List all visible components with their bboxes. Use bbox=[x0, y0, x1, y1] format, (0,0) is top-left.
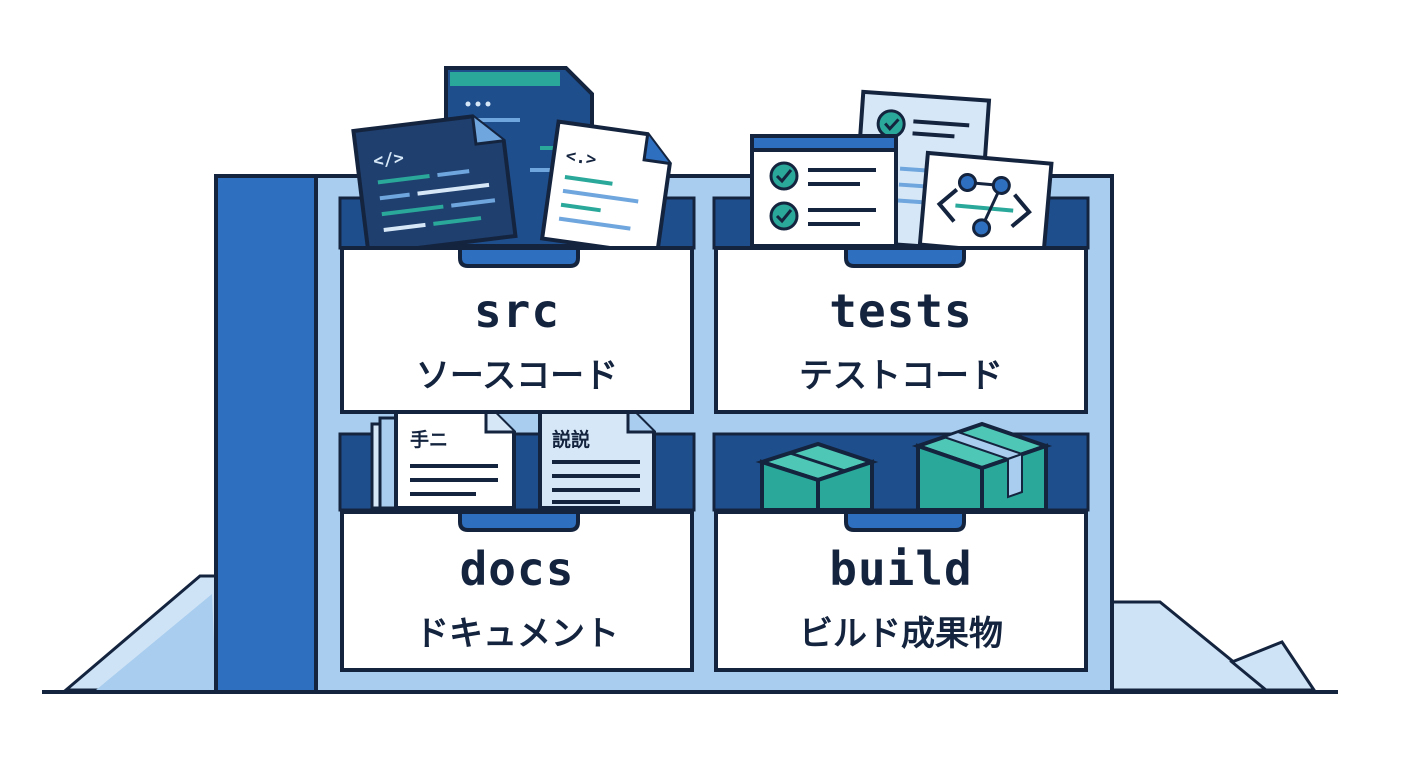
drawer-handle-src[interactable] bbox=[458, 246, 580, 268]
drawer-label-build: build ビルド成果物 bbox=[716, 542, 1086, 655]
docs-files: 手ニ 説説 bbox=[370, 402, 656, 510]
code-tag-light: <.> bbox=[564, 146, 597, 170]
code-tag-dark: </> bbox=[372, 148, 405, 172]
drawer-front-build[interactable] bbox=[714, 510, 1088, 672]
drawer-desc-tests: テストコード bbox=[799, 356, 1003, 396]
drawer-handle-build[interactable] bbox=[844, 510, 966, 532]
drawer-name-build: build bbox=[829, 542, 973, 596]
manual-doc-title: 手ニ bbox=[410, 428, 448, 451]
right-ramp bbox=[1110, 600, 1317, 692]
checklist-window bbox=[750, 134, 898, 248]
src-files: </> <.> bbox=[351, 66, 672, 257]
explanation-document: 説説 bbox=[538, 404, 656, 510]
explanation-doc-title: 説説 bbox=[552, 428, 590, 451]
cabinet-side-panel bbox=[214, 174, 318, 694]
drawer-label-docs: docs ドキュメント bbox=[342, 542, 692, 655]
tests-files bbox=[750, 89, 1054, 258]
package-box-right bbox=[911, 421, 1053, 512]
drawer-desc-build: ビルド成果物 bbox=[799, 614, 1003, 654]
dark-code-file: </> bbox=[351, 114, 518, 257]
drawer-handle-tests[interactable] bbox=[844, 246, 966, 268]
light-code-file: <.> bbox=[539, 119, 672, 257]
code-graph-card bbox=[917, 150, 1054, 258]
drawer-label-src: src ソースコード bbox=[342, 284, 692, 397]
drawer-name-docs: docs bbox=[459, 542, 575, 596]
left-ramp bbox=[61, 574, 218, 692]
drawer-desc-docs: ドキュメント bbox=[415, 614, 619, 654]
drawer-handle-docs[interactable] bbox=[458, 510, 580, 532]
build-boxes bbox=[755, 421, 1053, 512]
drawer-name-tests: tests bbox=[829, 284, 973, 338]
drawer-front-docs[interactable] bbox=[340, 510, 694, 672]
drawer-desc-src: ソースコード bbox=[415, 356, 619, 396]
drawer-front-src[interactable] bbox=[340, 246, 694, 414]
drawer-front-tests[interactable] bbox=[714, 246, 1088, 414]
manual-document: 手ニ bbox=[394, 402, 516, 510]
drawer-name-src: src bbox=[473, 284, 561, 338]
drawer-label-tests: tests テストコード bbox=[716, 284, 1086, 397]
